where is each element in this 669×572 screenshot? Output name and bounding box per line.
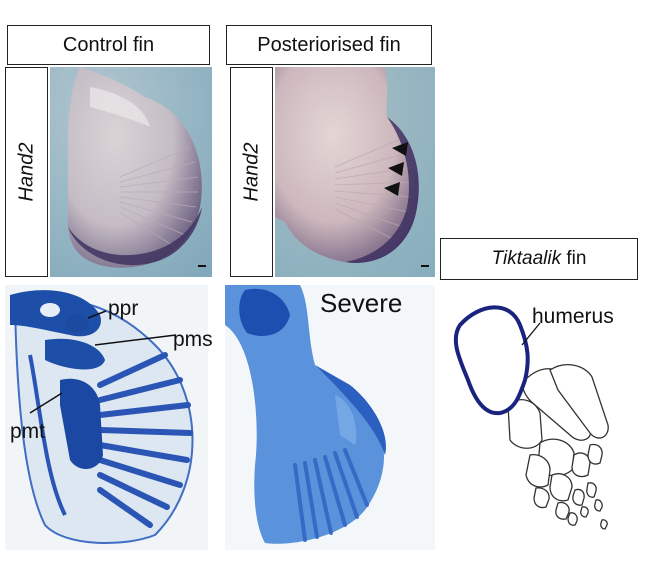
label-ppr: ppr	[108, 297, 139, 320]
arrowhead-icon	[384, 182, 400, 196]
label-pms: pms	[173, 328, 213, 351]
severe-cartilage-photo	[225, 285, 435, 550]
control-fin-title: Control fin	[7, 25, 210, 65]
arrowhead-icon	[392, 142, 408, 156]
label-humerus: humerus	[532, 305, 614, 328]
control-fin-photo	[50, 67, 212, 277]
arrowhead-icon	[388, 162, 404, 176]
posteriorised-fin-photo	[275, 67, 435, 277]
hand2-label-posteriorised: Hand2	[230, 67, 273, 277]
posteriorised-fin-title: Posteriorised fin	[226, 25, 432, 65]
arrowhead-icon	[384, 142, 408, 196]
leader-lines	[29, 310, 177, 414]
tiktaalik-fin-title: Tiktaalik fin	[440, 238, 638, 280]
label-severe: Severe	[320, 288, 403, 318]
control-cartilage-photo	[5, 285, 208, 550]
label-pmt: pmt	[10, 420, 46, 443]
tiktaalik-fin-drawing	[453, 305, 609, 530]
hand2-label-control: Hand2	[5, 67, 48, 277]
